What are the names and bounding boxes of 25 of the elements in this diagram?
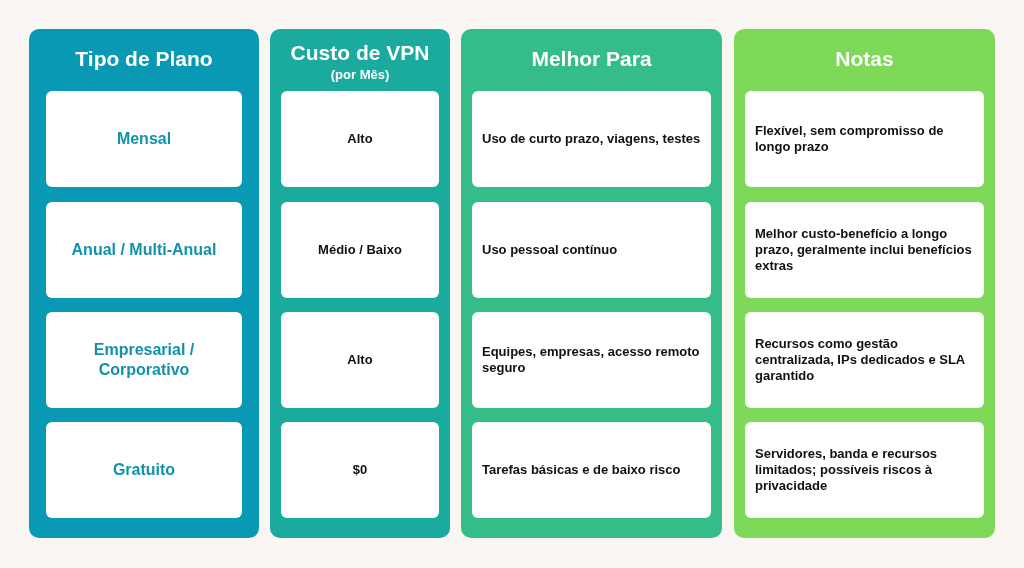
column-heading: Notas (834, 47, 895, 71)
table-cell: Servidores, banda e recursos limitados; possíveis riscos à privacidade (745, 422, 984, 518)
table-cell: Flexível, sem compromisso de longo prazo (745, 91, 984, 187)
table-cell: Tarefas básicas e de baixo risco (472, 422, 711, 518)
column-heading: Custo de VPN (289, 41, 431, 65)
table-cell: Gratuito (46, 422, 242, 518)
table-cell: $0 (281, 422, 439, 518)
table-cell: Anual / Multi-Anual (46, 202, 242, 298)
table-cell: Alto (281, 312, 439, 408)
column-subheading: (por Mês) (329, 67, 391, 82)
column-heading: Melhor Para (530, 47, 653, 71)
table-cell: Mensal (46, 91, 242, 187)
column-heading: Tipo de Plano (74, 47, 214, 71)
table-cell: Melhor custo-benefício a longo prazo, geralmente inclui benefícios extras (745, 202, 984, 298)
table-cell: Alto (281, 91, 439, 187)
table-cell: Recursos como gestão centralizada, IPs dedicados e SLA garantido (745, 312, 984, 408)
table-cell: Uso pessoal contínuo (472, 202, 711, 298)
column-panel (270, 29, 450, 538)
table-cell: Médio / Baixo (281, 202, 439, 298)
table-cell: Uso de curto prazo, viagens, testes (472, 91, 711, 187)
table-cell: Equipes, empresas, acesso remoto seguro (472, 312, 711, 408)
column-panel (734, 29, 995, 538)
table-cell: Empresarial / Corporativo (46, 312, 242, 408)
column-panel (461, 29, 722, 538)
column-panel (29, 29, 259, 538)
